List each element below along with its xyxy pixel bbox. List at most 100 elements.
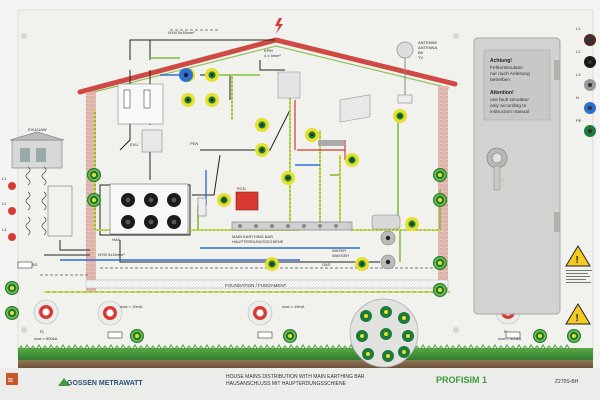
door-hinge-bottom (554, 212, 560, 232)
green-socket-rings (6, 169, 580, 342)
knob-center[interactable] (247, 300, 273, 326)
door-hinge-top (554, 60, 560, 80)
label-r1: R₁ (40, 329, 45, 334)
label-evu: EVU (130, 142, 138, 147)
radiator-icon (339, 94, 371, 123)
warning-fineprint (566, 270, 592, 283)
antenna-label: ANTENNE (418, 40, 437, 45)
warning-triangle-icon-2: ! (565, 303, 591, 325)
grass-blades (17, 344, 571, 351)
resistor-symbols (17, 261, 521, 339)
right-label-pe: PE (576, 118, 582, 123)
knob-left[interactable] (33, 299, 59, 325)
switch-device (197, 197, 207, 217)
antenna-label-4: TV (418, 55, 423, 60)
warning-de-line-2: nur nach Anleitung (490, 71, 530, 77)
knob-center-left[interactable] (97, 300, 123, 326)
foundation-label: FOUNDATION / FUNDAMENT (225, 283, 287, 288)
footer-article: Z270S-BH (555, 379, 579, 385)
water-tap-icon (318, 140, 344, 146)
label-max-left: max ≈ 500kA (34, 336, 58, 341)
right-label-l2: L2 (576, 49, 581, 54)
mounting-holes (21, 33, 459, 333)
label-max-2: max ≈ 10mA (282, 304, 305, 309)
label-gas: GAS (322, 262, 331, 267)
house-roof-green (85, 45, 450, 95)
main-earthing-bar (231, 221, 353, 231)
footer-logo-letter: ≈ (8, 375, 13, 385)
footer-bar (0, 368, 600, 400)
gossen-logo-icon (58, 378, 70, 386)
warning-en-line-3: instruction manual (490, 109, 529, 115)
label-pen: PEN (190, 141, 198, 146)
soil-strip (18, 358, 593, 368)
footer-logo-square (6, 373, 18, 385)
warning-de-line-1: Fehlersimulator (490, 65, 523, 71)
house-roof (77, 37, 458, 95)
door-inner-plate (483, 49, 551, 121)
hak-label: HAK (112, 237, 121, 242)
left-socket-l2[interactable] (8, 207, 16, 215)
label-kpm: KPM (264, 48, 273, 53)
rcd-device (235, 191, 259, 211)
brick-wall-right (438, 86, 448, 292)
footer-brand: GOSSEN METRAWATT (67, 380, 143, 387)
coil-frame (47, 185, 73, 237)
antenna-dish-icon (396, 41, 414, 104)
foundation-band (85, 279, 449, 289)
warning-en-title: Attention! (490, 90, 514, 96)
right-label-l3: L3 (576, 72, 581, 77)
transformer-coils (25, 166, 47, 236)
label-water-2: WASSER (332, 253, 349, 258)
main-bar-label-1: MAIN EARTHING BAR (232, 234, 273, 239)
key-lock-icon[interactable] (486, 147, 508, 191)
meter-box (141, 129, 163, 153)
lightning-icon (275, 18, 283, 34)
left-socket-l1[interactable] (8, 182, 16, 190)
transformer-label: EVU/UAW (28, 127, 47, 132)
footer-product: PROFISIM 1 (436, 375, 487, 385)
warning-en-line-2: only according to (490, 103, 527, 109)
label-water-1: WATER (332, 248, 346, 253)
fuse-2 (143, 89, 151, 109)
label-nym-top: NYM 5x16mm² (168, 30, 195, 35)
left-label-l1: L1 (2, 176, 7, 181)
antenna-label-3: BK (418, 50, 424, 55)
right-edge-sockets[interactable] (584, 34, 596, 137)
label-rl-right: Rₗ (504, 329, 508, 334)
label-nym-bottom: NYM 5x16mm² (98, 252, 125, 257)
label-rl-right-max: max ≈ 500kA (498, 336, 522, 341)
antenna-label-2: ANTENNA (418, 45, 437, 50)
left-socket-l3[interactable] (8, 233, 16, 241)
warning-de-title: Achtung! (490, 58, 512, 64)
brick-wall-left (86, 92, 96, 292)
right-label-n: N (576, 95, 579, 100)
wiring-red (294, 100, 346, 160)
svg-text:!: ! (576, 255, 579, 266)
svg-text:!: ! (576, 313, 579, 324)
label-max-1: max ≈ 10mA (120, 304, 143, 309)
water-valve-icon (371, 214, 401, 230)
footer-title-line2: HAUSANSCHLUSS MIT HAUPTERDUNGSSCHIENE (226, 381, 347, 387)
wiring-yellow-stripes (94, 75, 440, 231)
label-kpm2: 4 x 4mm² (264, 53, 281, 58)
right-label-l1: L1 (576, 26, 581, 31)
left-phase-sockets[interactable] (8, 182, 16, 241)
grass-strip (18, 348, 593, 360)
warning-en-line-1: use fault simulator (490, 97, 529, 103)
transformer-station-icon (9, 131, 65, 169)
green-socket-holes (10, 173, 576, 338)
yellow-socket-centers (184, 71, 416, 268)
left-label-l3: L3 (2, 227, 7, 232)
main-bar-label-2: HAUPTERDUNGSSCHIENE (232, 239, 284, 244)
left-label-l2: L2 (2, 201, 7, 206)
fuse-1 (123, 89, 131, 109)
warning-de-line-3: betreiben (490, 77, 510, 83)
footer-title-line1: HOUSE MAINS DISTRIBUTION WITH MAIN EARTH… (226, 374, 365, 380)
label-rcd: RCD (237, 186, 246, 191)
gas-meter-icon (277, 71, 301, 99)
earthing-bar-screws (238, 224, 338, 228)
electrode-socket-holes (360, 310, 410, 358)
warning-triangle-icon: ! (565, 245, 591, 267)
